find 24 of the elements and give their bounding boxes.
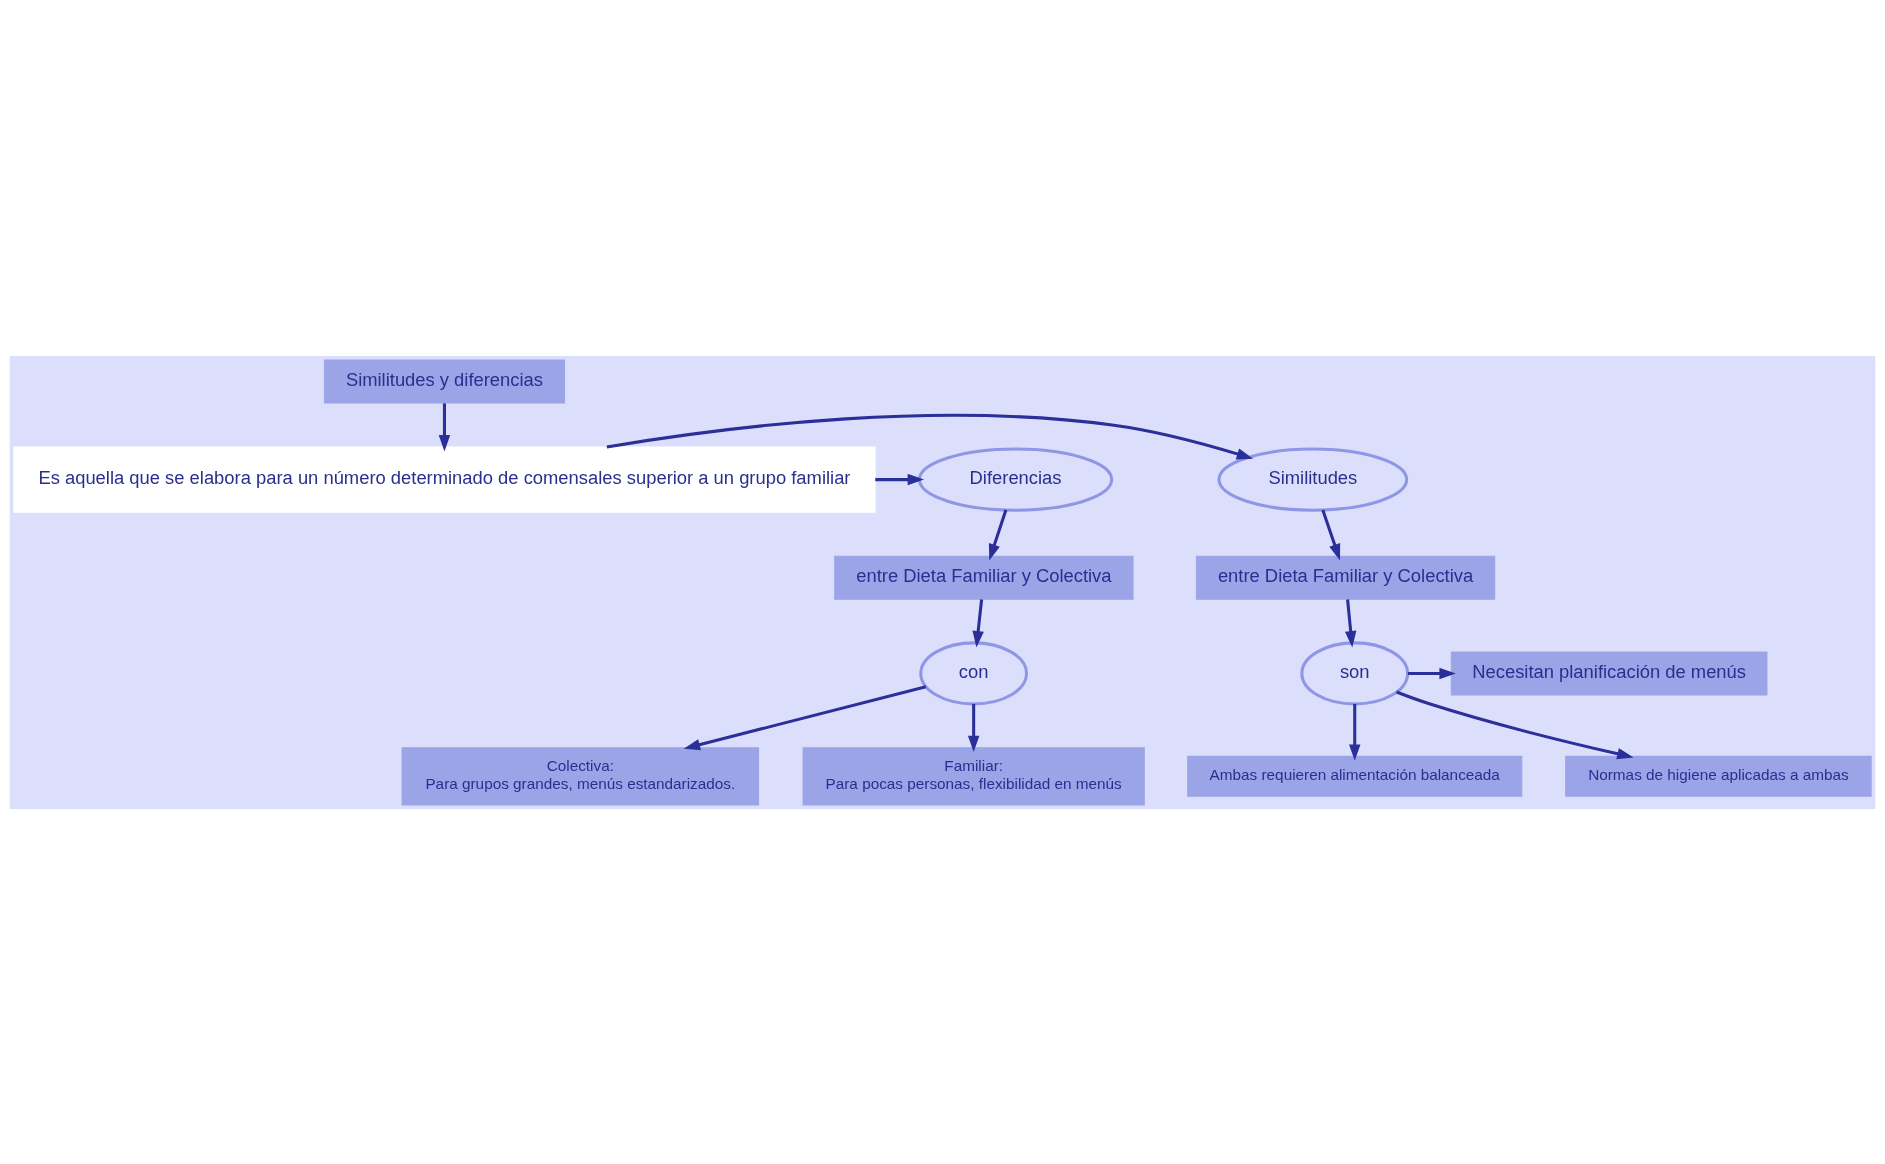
node-box: entre Dieta Familiar y Colectiva	[1195, 555, 1496, 600]
arrow	[1344, 598, 1357, 647]
arrow	[1349, 703, 1361, 761]
node-box: Es aquella que se elabora para un número determinado de comensales superior a un grupo familiar	[13, 445, 876, 513]
node-box: Colectiva: Para grupos grandes, menús estandarizados.	[401, 746, 760, 805]
node-box: Ambas requieren alimentación balanceada	[1187, 755, 1523, 797]
arrow	[967, 703, 980, 752]
arrow	[438, 402, 451, 451]
arrow	[1396, 690, 1634, 759]
arrow	[1407, 667, 1456, 679]
arrow	[606, 413, 1254, 459]
node-box: Necesitan planificación de menús	[1450, 650, 1768, 695]
node-box: Familiar: Para pocas personas, flexibilidad en menús	[802, 746, 1145, 805]
arrow	[875, 473, 924, 485]
node-box: Similitudes y diferencias	[323, 359, 565, 403]
node-ellipse: Diferencias	[917, 447, 1114, 512]
arrow	[683, 684, 927, 750]
arrow	[1321, 509, 1341, 560]
node-box: Normas de higiene aplicadas a ambas	[1565, 755, 1872, 797]
node-box: entre Dieta Familiar y Colectiva	[834, 555, 1134, 600]
arrow	[972, 598, 984, 647]
node-ellipse: son	[1300, 640, 1410, 705]
node-ellipse: con	[919, 640, 1029, 705]
arrow	[988, 509, 1008, 560]
